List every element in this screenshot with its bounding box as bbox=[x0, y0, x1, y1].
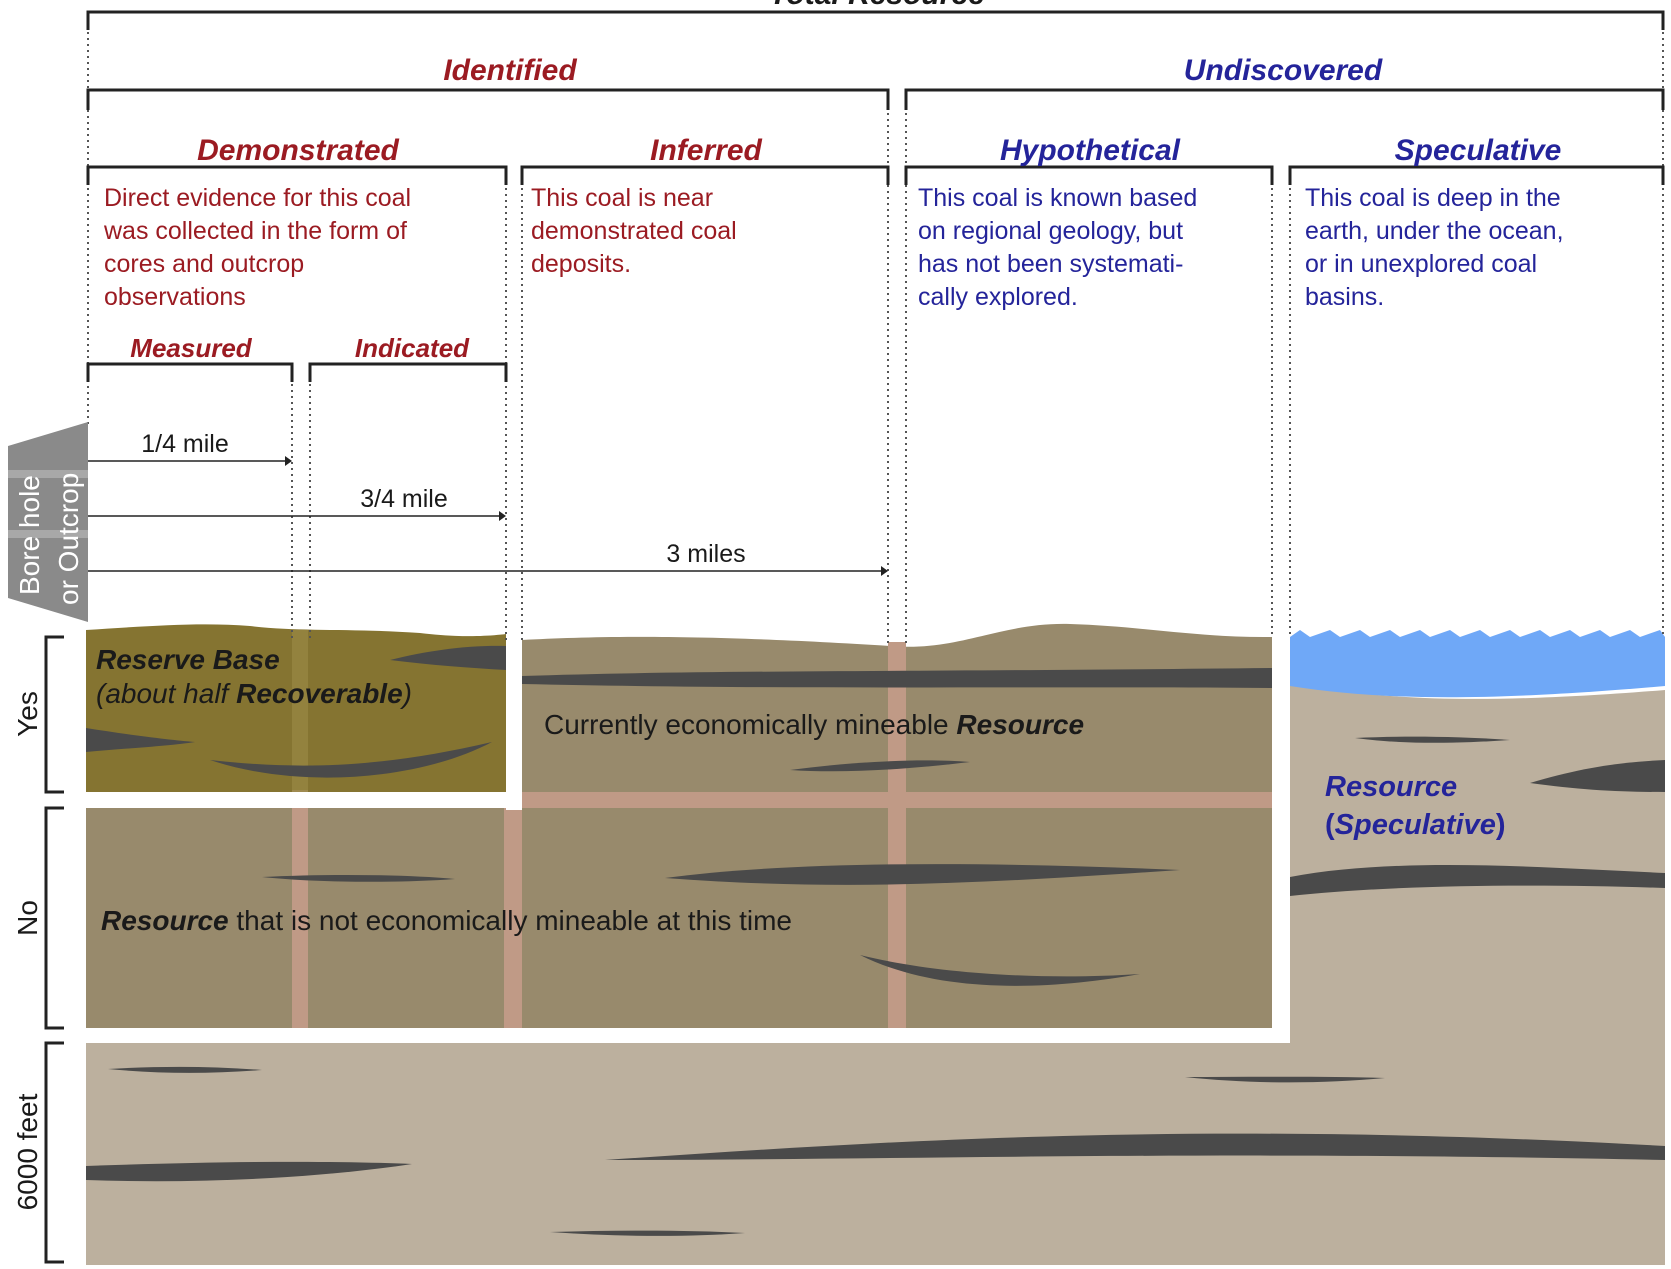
bore-hole-stripe bbox=[8, 530, 88, 538]
measured-bracket bbox=[86, 362, 294, 382]
description-line: has not been systemati- bbox=[918, 250, 1183, 278]
speculative-resource-label: Resource bbox=[1325, 771, 1457, 803]
total-resource-bracket bbox=[86, 10, 1665, 30]
coal-seam bbox=[1290, 865, 1665, 896]
description-line: deposits. bbox=[531, 250, 631, 278]
coal-seam bbox=[605, 1133, 1665, 1160]
indicated-title: Indicated bbox=[355, 333, 470, 363]
coal-seam bbox=[210, 742, 492, 778]
reserve-base-note: (about half Recoverable) bbox=[96, 678, 412, 709]
description-line: This coal is near bbox=[531, 184, 713, 212]
reserve-measured-band bbox=[292, 630, 308, 792]
coal-seam bbox=[522, 668, 1272, 688]
inferred-bracket bbox=[520, 165, 890, 185]
arrowhead bbox=[881, 566, 888, 576]
coal-seam bbox=[390, 645, 506, 670]
bore-hole-label: Bore hole bbox=[14, 475, 45, 595]
not-economic-layer bbox=[86, 808, 1272, 1028]
hypothetical-title: Hypothetical bbox=[1000, 134, 1181, 167]
description-line: This coal is deep in the bbox=[1305, 184, 1561, 212]
inferred-title: Inferred bbox=[650, 134, 762, 167]
demonstrated-title: Demonstrated bbox=[197, 134, 399, 167]
economic-resource-label: Currently economically mineable Resource bbox=[544, 709, 1084, 740]
coal-seam bbox=[790, 760, 970, 772]
indicated-bracket bbox=[308, 362, 508, 382]
undiscovered-bracket bbox=[904, 88, 1665, 110]
coal-seam bbox=[108, 1066, 262, 1073]
separator bbox=[86, 1028, 1290, 1043]
speculative-description: This coal is deep in the earth, under th… bbox=[1305, 184, 1564, 311]
description-line: basins. bbox=[1305, 283, 1384, 311]
coal-seam bbox=[262, 874, 455, 882]
three-quarter-mile-label: 3/4 mile bbox=[360, 485, 448, 513]
outcrop-label: or Outcrop bbox=[53, 473, 84, 605]
coal-seam bbox=[1185, 1076, 1385, 1083]
quarter-mile-label: 1/4 mile bbox=[141, 430, 229, 458]
coal-seam bbox=[550, 1230, 745, 1236]
separator bbox=[506, 630, 522, 810]
coal-seam bbox=[1355, 736, 1510, 743]
total-resource-title: Total Resource bbox=[769, 0, 985, 11]
not-economic-resource-label: Resource that is not economically mineab… bbox=[101, 905, 792, 936]
no-bracket bbox=[44, 806, 64, 1030]
grid-band-inferred bbox=[888, 642, 906, 1028]
separator bbox=[1272, 637, 1290, 1037]
wave-crests bbox=[1290, 630, 1665, 637]
grid-band-indicated bbox=[504, 808, 522, 1028]
depth-label: 6000 feet bbox=[12, 1093, 43, 1210]
arrowhead bbox=[285, 456, 292, 466]
description-line: earth, under the ocean, bbox=[1305, 217, 1564, 245]
yes-label: Yes bbox=[12, 691, 43, 737]
speculative-title: Speculative bbox=[1395, 134, 1562, 167]
speculative-bracket bbox=[1288, 165, 1665, 185]
grid-band-horizontal bbox=[522, 792, 1272, 808]
demonstrated-description: Direct evidence for this coal was collec… bbox=[103, 184, 411, 311]
ocean-water bbox=[1290, 637, 1665, 698]
description-line: cally explored. bbox=[918, 283, 1078, 311]
depth-bracket bbox=[44, 1041, 64, 1264]
undiscovered-title: Undiscovered bbox=[1184, 54, 1383, 87]
measured-title: Measured bbox=[130, 333, 252, 363]
no-label: No bbox=[12, 900, 43, 936]
arrowhead bbox=[499, 511, 506, 521]
bore-hole-stripe bbox=[8, 470, 88, 478]
hypothetical-bracket bbox=[904, 165, 1274, 185]
yes-bracket bbox=[44, 635, 64, 794]
coal-seam bbox=[86, 1161, 412, 1182]
description-line: or in unexplored coal bbox=[1305, 250, 1537, 278]
description-line: cores and outcrop bbox=[104, 250, 304, 278]
coal-seam bbox=[665, 864, 1180, 885]
speculative-resource-sublabel: (Speculative) bbox=[1325, 809, 1506, 841]
coal-seam bbox=[860, 955, 1140, 986]
grid-band-measured bbox=[292, 790, 308, 1028]
reserve-base-title: Reserve Base bbox=[96, 644, 280, 675]
coal-seam bbox=[1530, 760, 1665, 792]
hypothetical-description: This coal is known based on regional geo… bbox=[918, 184, 1197, 311]
description-line: was collected in the form of bbox=[103, 217, 407, 245]
identified-bracket bbox=[86, 88, 890, 110]
description-line: This coal is known based bbox=[918, 184, 1197, 212]
separator bbox=[86, 792, 522, 808]
inferred-description: This coal is near demonstrated coal depo… bbox=[531, 184, 737, 278]
coal-seam bbox=[86, 728, 195, 752]
demonstrated-bracket bbox=[86, 165, 508, 185]
description-line: Direct evidence for this coal bbox=[104, 184, 411, 212]
identified-title: Identified bbox=[443, 54, 577, 87]
three-miles-label: 3 miles bbox=[666, 540, 745, 568]
description-line: demonstrated coal bbox=[531, 217, 737, 245]
description-line: on regional geology, but bbox=[918, 217, 1183, 245]
description-line: observations bbox=[104, 283, 246, 311]
